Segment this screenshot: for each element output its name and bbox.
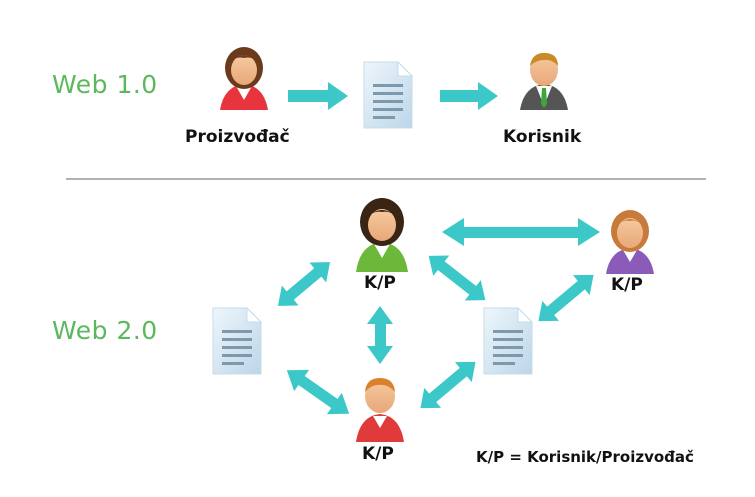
double-arrow-icon: [420, 361, 476, 409]
web1-label: Web 1.0: [52, 70, 158, 99]
double-arrow-icon: [286, 369, 350, 415]
producer-person-icon: [220, 47, 268, 110]
purple-node-label: K/P: [611, 275, 643, 295]
web2-label: Web 2.0: [52, 316, 158, 345]
double-arrow-icon: [538, 274, 594, 322]
legend-text: K/P = Korisnik/Proizvođač: [476, 448, 694, 466]
double-arrow-icon: [367, 306, 393, 364]
producer-label: Proizvođač: [185, 127, 290, 147]
arrow-right-icon: [440, 82, 498, 110]
user-person-icon: [520, 52, 568, 110]
red-person-icon: [356, 378, 404, 442]
green-person-icon: [356, 198, 408, 272]
document-icon: [363, 61, 413, 129]
arrow-right-icon: [288, 82, 348, 110]
document-icon: [483, 307, 533, 375]
double-arrow-icon: [277, 262, 331, 306]
double-arrow-icon: [442, 218, 600, 246]
document-icon: [212, 307, 262, 375]
double-arrow-icon: [428, 255, 486, 301]
red-node-label: K/P: [362, 444, 394, 464]
green-node-label: K/P: [364, 273, 396, 293]
user-label: Korisnik: [503, 127, 582, 147]
purple-person-icon: [606, 210, 654, 274]
